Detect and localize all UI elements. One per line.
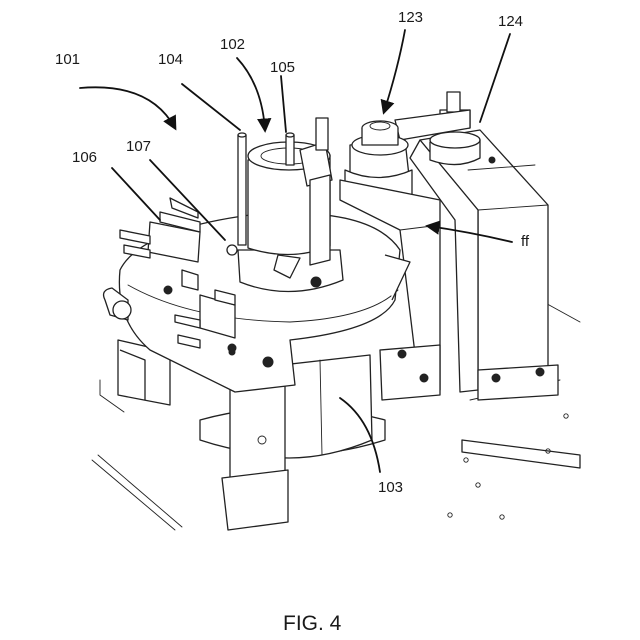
ref-104: 104 — [158, 51, 183, 68]
ref-123: 123 — [398, 9, 423, 26]
leader-102 — [237, 58, 265, 130]
leader-101 — [80, 87, 175, 128]
leader-106 — [112, 168, 160, 220]
ref-105: 105 — [270, 59, 295, 76]
ref-103: 103 — [378, 479, 403, 496]
ref-102: 102 — [220, 36, 245, 53]
central-cylinder-102 — [227, 118, 343, 292]
ref-107: 107 — [126, 138, 151, 155]
leader-123 — [384, 30, 405, 112]
leader-104 — [182, 84, 240, 130]
leader-124 — [480, 34, 510, 122]
leader-105 — [281, 76, 286, 132]
ref-101: 101 — [55, 51, 80, 68]
ref-106: 106 — [72, 149, 97, 166]
ref-124: 124 — [498, 13, 523, 30]
ref-ff: ff — [521, 233, 530, 250]
figure-caption: FIG. 4 — [283, 612, 342, 635]
